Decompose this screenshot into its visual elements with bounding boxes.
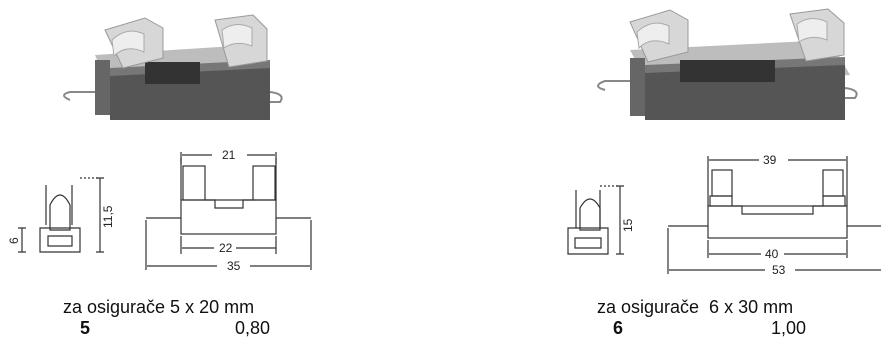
- fuse-holder-5-side-view: [18, 177, 104, 253]
- dim-6-base-width: 40: [765, 247, 779, 261]
- fuse-holder-5-illustration: 6 11,5 21 22 35: [7, 14, 312, 273]
- dim-6-overall-width: 53: [772, 263, 786, 277]
- product-panel-5: 6 11,5 21 22 35 za osigurače 5 x 20 mm 5…: [0, 0, 440, 348]
- dim-5-top-width: 21: [222, 148, 236, 162]
- dim-5-base-width: 22: [219, 241, 233, 255]
- product-code-5: 5: [80, 318, 91, 338]
- price-5: 0,80: [235, 318, 271, 338]
- dim-5-base-height: 6: [7, 237, 21, 244]
- product-panel-6: 15 39 40 53 za osigurače 6 x 30 mm 6 1,0…: [440, 0, 881, 348]
- price-6: 1,00: [771, 318, 807, 338]
- dim-6-side-height: 15: [621, 218, 635, 232]
- fuse-holder-5-front-view: [145, 152, 312, 270]
- caption-6: za osigurače 6 x 30 mm: [597, 297, 794, 317]
- product-code-6: 6: [613, 318, 624, 338]
- fuse-holder-6-illustration: 15 39 40 53: [567, 8, 881, 277]
- fuse-holder-5-photo: [63, 14, 283, 120]
- fuse-holder-6-side-view: [567, 185, 624, 255]
- dim-6-top-width: 39: [763, 153, 777, 167]
- fuse-holder-6-photo: [597, 8, 858, 120]
- dim-5-side-height: 11,5: [101, 205, 115, 228]
- caption-5: za osigurače 5 x 20 mm: [63, 297, 255, 317]
- dim-5-overall-width: 35: [227, 259, 241, 273]
- fuse-holder-6-front-view: [667, 156, 881, 274]
